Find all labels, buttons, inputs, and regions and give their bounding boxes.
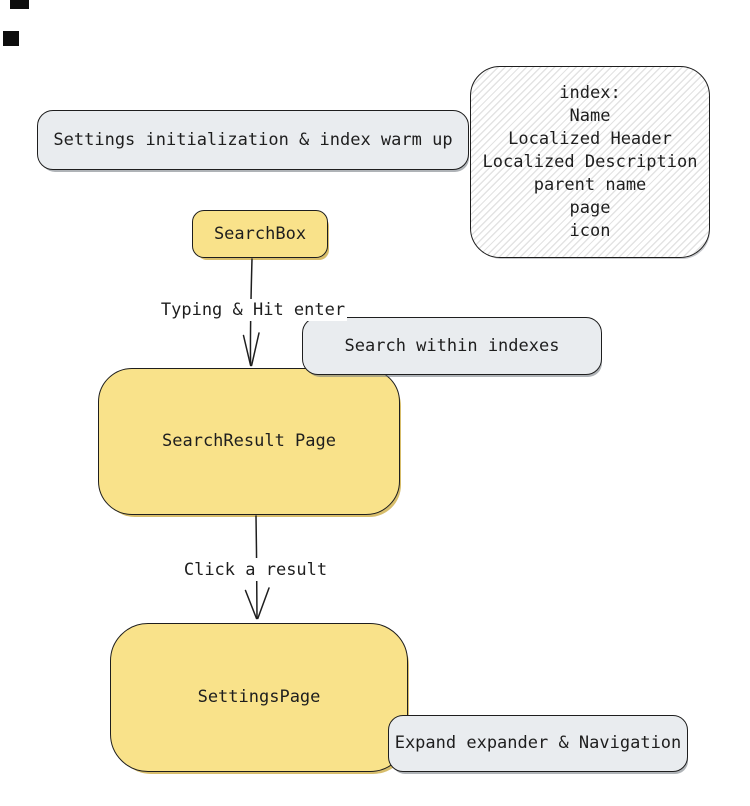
index-note-line-header: Localized Header: [508, 128, 672, 149]
node-searchresult-page: SearchResult Page: [98, 368, 400, 515]
index-note-line-icon: icon: [569, 220, 611, 241]
node-settings-initialization: Settings initialization & index warm up: [37, 110, 469, 170]
node-search-within-indexes-label: Search within indexes: [344, 335, 560, 356]
arrow-typing-head: [242, 332, 260, 367]
edge-label-typing: Typing & Hit enter: [159, 299, 347, 321]
node-expand-navigation-label: Expand expander & Navigation: [394, 733, 682, 754]
node-searchbox-label: SearchBox: [213, 223, 307, 244]
node-search-within-indexes: Search within indexes: [302, 317, 602, 375]
corner-mark-2: [3, 31, 19, 46]
node-index-fields-note: index: Name Localized Header Localized D…: [470, 66, 710, 258]
node-settings-initialization-label: Settings initialization & index warm up: [53, 129, 453, 150]
node-searchresult-page-label: SearchResult Page: [162, 431, 336, 452]
node-expand-navigation: Expand expander & Navigation: [388, 715, 688, 772]
edge-label-typing-text: Typing & Hit enter: [160, 300, 346, 320]
edge-label-click: Click a result: [181, 558, 330, 581]
corner-mark-1: [10, 0, 29, 9]
index-note-line-description: Localized Description: [482, 151, 698, 172]
index-note-line-title: index:: [559, 82, 621, 103]
node-searchbox: SearchBox: [192, 210, 328, 258]
index-note-line-name: Name: [569, 105, 611, 126]
index-note-line-page: page: [569, 197, 611, 218]
node-settingspage: SettingsPage: [110, 623, 408, 772]
node-settingspage-label: SettingsPage: [197, 687, 321, 708]
index-note-line-parent: parent name: [533, 174, 647, 195]
arrow-click-head: [244, 587, 270, 620]
edge-label-click-text: Click a result: [183, 559, 328, 580]
